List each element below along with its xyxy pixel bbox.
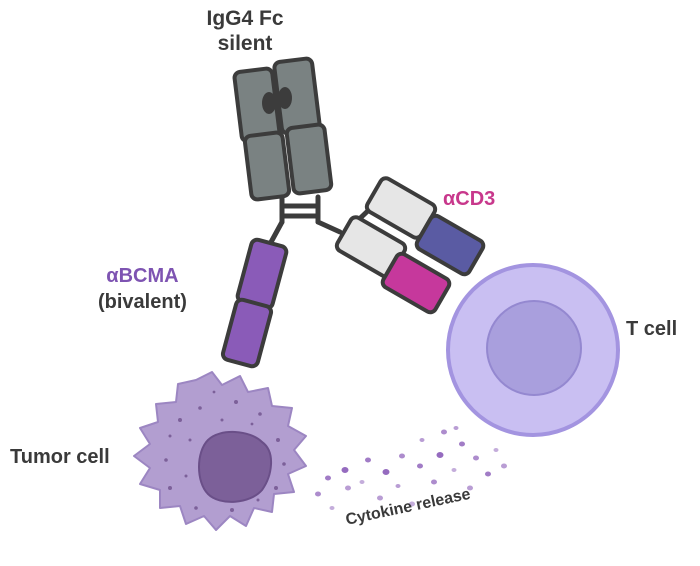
tumor-cell-label: Tumor cell [10, 446, 110, 468]
bcma-arm [220, 237, 289, 369]
fc-silencing-marks [262, 87, 292, 114]
cytokine-particles [315, 426, 507, 510]
bcma-label-line1: αBCMA [106, 265, 179, 287]
cd3-label: αCD3 [443, 188, 496, 210]
fc-domains [232, 56, 334, 202]
tumor-cell [133, 371, 307, 531]
cd3-arm [334, 176, 486, 315]
bcma-label: αBCMA (bivalent) [98, 263, 187, 315]
t-cell-label: T cell [626, 318, 678, 340]
fc-label-line2: silent [217, 32, 273, 55]
igg4-fc-silent-label: IgG4 Fc silent [190, 6, 300, 56]
fc-label-line1: IgG4 Fc [206, 7, 284, 30]
t-cell [446, 263, 620, 437]
bcma-label-line2: (bivalent) [98, 291, 187, 313]
